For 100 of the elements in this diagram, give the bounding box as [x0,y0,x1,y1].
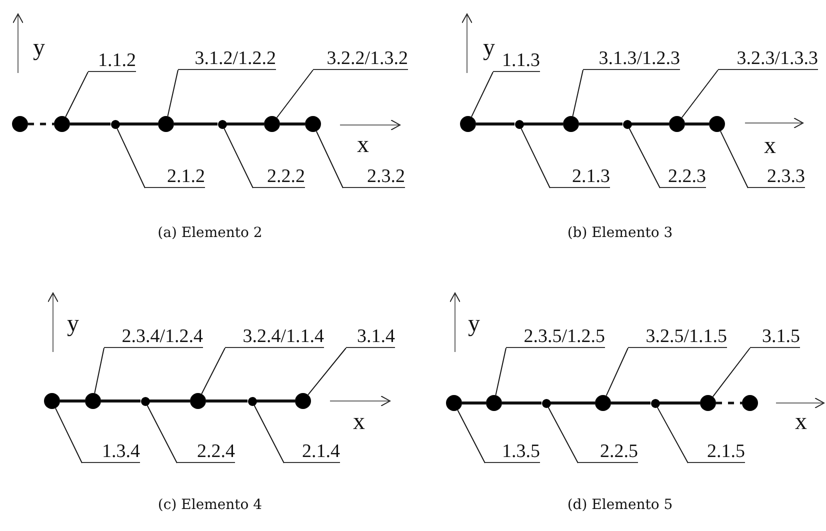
node-dot [85,393,101,409]
node-dot [595,395,611,411]
axis-label: x [795,410,807,434]
node-label: 2.1.3 [550,167,610,188]
axis-label: x [353,410,365,434]
leader-line [116,128,146,188]
node-label: 1.1.2 [88,51,136,72]
node-dot [248,396,256,406]
beam-line [502,402,542,404]
node-label: 2.2.2 [253,167,305,188]
axis-label: y [67,312,79,336]
node-label: 3.1.4 [346,327,395,348]
figure-caption: (b) Elemento 3 [566,226,674,240]
beam-line [660,402,700,404]
leader-line [308,348,346,396]
leader-line [54,408,82,464]
leader-line [572,70,584,117]
node-dot [446,395,462,411]
leader-line [94,348,104,394]
leader-line [201,348,226,394]
node-label: 2.2.3 [660,167,706,188]
beam-line [462,402,486,404]
node-dot [742,395,758,411]
figure-caption: (a) Elemento 2 [156,226,264,240]
node-dot [514,120,524,128]
node-dot [140,396,150,406]
node-label: 3.2.4/1.1.4 [225,327,324,348]
node-label: 2.2.5 [578,442,638,463]
node-label: 3.2.5/1.1.5 [628,327,727,348]
dashed-line [716,402,742,404]
node-dot [709,116,725,132]
leader-line [65,72,88,118]
node-dot [295,393,311,409]
axis-label: y [468,312,480,336]
leader-line [457,410,486,464]
node-label: 2.1.4 [284,442,340,463]
beam-line [256,400,295,402]
node-label: 2.3.5/1.2.5 [506,327,605,348]
node-dot [12,116,28,132]
node-dot [486,395,502,411]
node-label: 2.3.4/1.2.4 [104,327,203,348]
axis-label: y [33,36,45,60]
beam-line [611,402,650,404]
node-label: 1.3.4 [82,442,140,463]
node-dot [264,116,280,132]
beam-line [579,122,622,126]
node-label: 3.2.2/1.3.2 [313,49,408,70]
beam-line [280,122,305,126]
leader-line [495,348,506,396]
node-dot [158,116,174,132]
node-dot [218,120,226,128]
node-dot [190,393,206,409]
beam-line [206,400,248,402]
leader-line [628,128,660,188]
node-label: 1.3.5 [485,442,540,463]
beam-line [120,122,158,126]
dashed-line [28,122,54,126]
leader-line [548,406,578,464]
leader-line [276,70,314,118]
beam-line [60,400,85,402]
beam-line [101,400,140,402]
node-dot [542,398,550,408]
node-label: 2.2.4 [177,442,235,463]
beam-line [632,122,669,126]
beam-line [550,402,595,404]
beam-line [70,122,110,126]
node-label: 3.1.5 [750,327,800,348]
leader-line [316,130,344,188]
beam-line [476,122,514,126]
axis-label: x [357,133,369,157]
node-dot [44,393,60,409]
node-label: 2.1.2 [145,167,205,188]
node-label: 3.1.3/1.2.3 [583,49,680,70]
leader-line [720,130,748,188]
beam-line [150,400,190,402]
node-label: 3.1.2/1.2.2 [178,49,276,70]
axis-label: x [764,134,776,158]
node-dot [622,120,632,128]
leader-line [656,406,688,464]
node-dot [460,116,476,132]
node-dot [563,116,579,132]
beam-line [524,122,563,126]
node-dot [54,116,70,132]
leader-line [146,404,178,464]
leader-line [223,128,254,188]
node-dot [700,395,716,411]
figure-caption: (d) Elemento 5 [566,498,674,512]
leader-line [470,72,494,118]
node-label: 1.1.3 [493,51,540,72]
figure-caption: (c) Elemento 4 [156,498,264,512]
node-dot [650,398,660,408]
beam-line [174,122,218,126]
beam-line [226,122,264,126]
node-label: 2.3.2 [343,167,405,188]
leader-line [254,404,284,464]
leader-line [712,348,750,398]
node-label: 2.1.5 [688,442,745,463]
axis-label: y [483,36,495,60]
node-dot [305,116,321,132]
node-label: 2.3.3 [748,167,805,188]
